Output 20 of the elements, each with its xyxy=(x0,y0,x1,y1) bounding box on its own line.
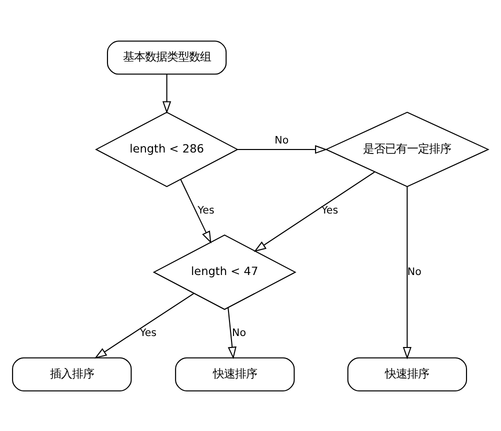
node-diamond: 是否已有一定排序 xyxy=(324,111,490,187)
node-diamond: length < 47 xyxy=(152,234,296,310)
arrow xyxy=(238,144,328,154)
arrow xyxy=(228,307,236,359)
arrow xyxy=(254,171,375,252)
arrow xyxy=(94,292,194,358)
arrow xyxy=(180,178,212,243)
edge-label: No xyxy=(274,134,289,146)
edge-label: No xyxy=(232,326,246,339)
edge-label: Yes xyxy=(140,326,157,339)
edge-label: Yes xyxy=(321,204,338,216)
edge-label: Yes xyxy=(198,204,214,216)
arrow xyxy=(162,74,172,114)
node-box: 快速排序 xyxy=(175,356,295,391)
node-box: 基本数据类型数组 xyxy=(106,40,227,74)
node-box: 快速排序 xyxy=(347,356,468,391)
node-diamond: length < 286 xyxy=(95,111,239,187)
arrow xyxy=(402,186,412,359)
edge-label: No xyxy=(407,265,422,278)
node-box: 插入排序 xyxy=(12,356,132,391)
